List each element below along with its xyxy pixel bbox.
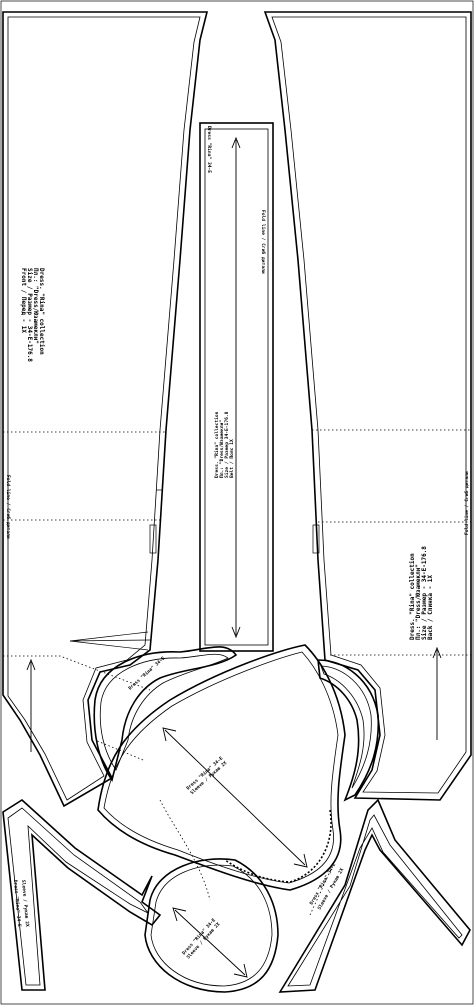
- back-piece-seam: [271, 16, 467, 794]
- back-info-line1: Dress. "Rina" collection: [409, 553, 416, 640]
- collar-guide: [309, 864, 334, 916]
- bodice-guide-2: [159, 799, 211, 901]
- front-notch-block: [149, 524, 157, 554]
- belt-strip-arrow-top: [231, 136, 241, 149]
- bodice-info-line2: Sleeve / Рукав 2X: [189, 760, 228, 796]
- front-piece: Fold line / Сгиб дитали Dress. "Rina" co…: [2, 11, 209, 808]
- collar-outline: [278, 798, 471, 993]
- facing-right-seam: [320, 665, 372, 789]
- front-guide-3: [3, 655, 151, 691]
- back-info-line4: Back / Спинка - 1X: [427, 575, 434, 640]
- front-piece-outline: [2, 11, 209, 808]
- collar-piece: Dress "Rina" 34-E Sleeve / Рукав 2X: [278, 798, 471, 993]
- belt-strip-seam: [204, 128, 269, 646]
- sleeve-cap-arrow-top: [172, 907, 187, 922]
- facing-piece-right: [317, 659, 380, 802]
- bodice-info: Dress "Rina" 34-E Sleeve / Рукав 2X: [185, 755, 228, 796]
- belt-strip-info: Dress. "Rina" collection Пл.: "Dress/Юза…: [214, 411, 235, 478]
- front-dart-2: [69, 639, 151, 642]
- strip-info-line2: Пл.: "Dress/Юзамекли": [219, 420, 225, 478]
- sleeve-cap-piece: Dress "Rina" 34-E Sleeve / Рукав 2X: [144, 858, 279, 993]
- strap-left-seam: [7, 807, 149, 986]
- sleeve-cap-outline: [144, 858, 279, 993]
- front-info-line2: Пл.: "Dress/Юзамекли": [32, 268, 39, 344]
- sleeve-cap-line1: Dress "Rina" 34-E: [181, 917, 217, 956]
- bodice-grain-arrow-top: [162, 727, 177, 742]
- front-fold-label: Fold line / Сгиб дитали: [5, 475, 12, 539]
- front-info-line4: Front / Перед - 1X: [20, 268, 27, 333]
- bodice-grain-arrow-bottom: [293, 853, 308, 868]
- back-notch-block: [312, 524, 320, 554]
- strip-info-line4: Belt / Пояс 1X: [229, 439, 235, 478]
- sleeve-cap-seam: [150, 864, 273, 987]
- belt-strip-arrow-bottom: [231, 626, 241, 639]
- facing-left-outline: [93, 646, 238, 782]
- facing-left-seam: [99, 653, 229, 771]
- belt-strip-piece: Dress "Rina" 34-E Fold line / Сгиб дитал…: [199, 122, 274, 652]
- bodice-seam: [103, 651, 339, 884]
- back-info-block: Dress. "Rina" collection Пл.: "Dress/Юза…: [409, 546, 434, 640]
- facing-right-outline: [317, 659, 380, 802]
- belt-strip-top-label: Dress "Rina" 34-E: [206, 126, 212, 173]
- back-piece-outline: [263, 11, 472, 801]
- strap-left-tag: Dress "Rina" 34-E: [12, 880, 22, 928]
- strap-piece-left: Dress "Rina" 34-E Sleeve / Рукав 2X: [2, 798, 162, 991]
- facing-piece-left: Dress "Rina" 34-E: [93, 646, 238, 782]
- bodice-scallop-edge: [224, 809, 332, 883]
- front-info-line3: Size / Размер - 34-Е-176.8: [26, 268, 33, 362]
- front-grain-arrowhead: [26, 658, 36, 671]
- front-info-line1: Dress. "Rina" collection: [38, 268, 45, 355]
- strip-info-line1: Dress. "Rina" collection: [214, 411, 220, 478]
- strap-left-outline: [2, 798, 162, 991]
- back-info-line3: Size / Размер - 34-Е-176.8: [421, 546, 428, 640]
- back-info-line2: Пл.: "Dress/Юзамекли": [415, 564, 422, 640]
- back-fold-label: Fold line / Сгиб дитали: [463, 471, 470, 535]
- back-piece: Fold line / Сгиб дитали Dress. "Rina" co…: [263, 11, 472, 801]
- belt-strip-fold-label: Fold line / Сгиб дитали: [260, 210, 267, 274]
- bodice-grain-line: [164, 729, 306, 866]
- front-piece-seam: [7, 16, 201, 801]
- strap-left-tag-2: Sleeve / Рукав 2X: [20, 880, 30, 928]
- sleeve-cap-info: Dress "Rina" 34-E Sleeve / Рукав 2X: [181, 917, 222, 960]
- sleeve-cap-line2: Sleeve / Рукав 2X: [185, 921, 221, 960]
- back-grain-arrowhead: [432, 646, 442, 659]
- bodice-info-line1: Dress "Rina" 34-E: [185, 755, 224, 791]
- collar-seam: [287, 814, 463, 987]
- bodice-guide-1: [94, 739, 144, 761]
- strip-info-line3: Size / Размер 34-Е-176.8: [224, 411, 230, 478]
- belt-strip-outline: [199, 122, 274, 652]
- bodice-outline: [97, 644, 346, 891]
- sleeve-cap-grain-line: [174, 909, 246, 976]
- front-info-block: Dress. "Rina" collection Пл.: "Dress/Юза…: [20, 268, 45, 362]
- sleeve-cap-arrow-bottom: [233, 963, 248, 978]
